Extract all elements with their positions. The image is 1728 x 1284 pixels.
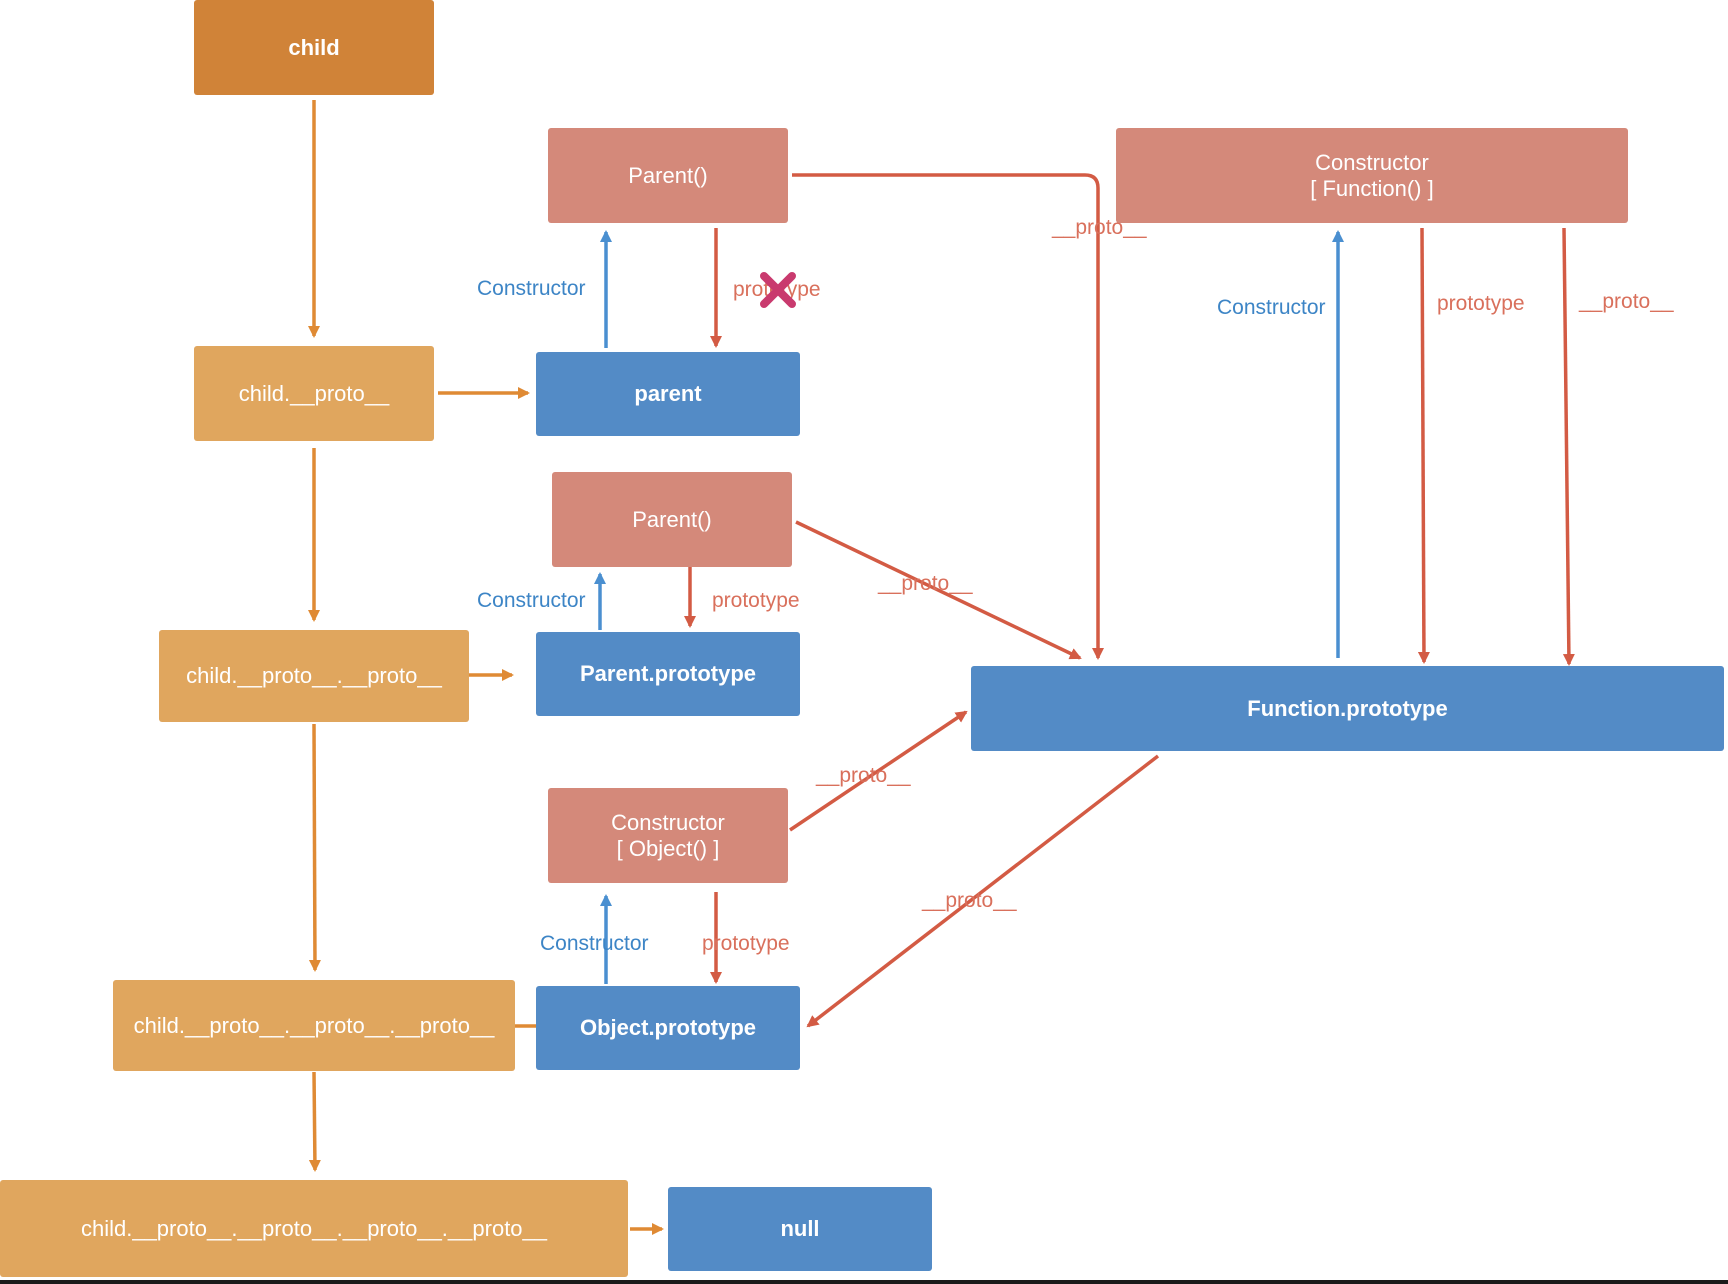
arrow-parent-top-proto <box>792 173 1104 660</box>
label-prototype-function: prototype <box>1437 292 1525 315</box>
node-child-proto3: child.__proto__.__proto__.__proto__ <box>113 980 515 1071</box>
arrow-fp-to-object-proto <box>806 754 1160 1028</box>
label-proto-fp-to-object: __proto__ <box>922 889 1017 912</box>
node-parent-prototype: Parent.prototype <box>536 632 800 716</box>
node-parent-constructor-mid: Parent() <box>552 472 792 567</box>
node-null: null <box>668 1187 932 1271</box>
arrow-proto2-to-proto3 <box>308 723 321 972</box>
node-parent-constructor-top: Parent() <box>548 128 788 223</box>
arrow-object-ctor-proto <box>789 710 968 832</box>
label-constructor-object: Constructor <box>540 932 649 955</box>
node-parent-object: parent <box>536 352 800 436</box>
label-prototype-parent-mid: prototype <box>712 589 800 612</box>
label-proto-function: __proto__ <box>1579 290 1674 313</box>
label-prototype-object: prototype <box>702 932 790 955</box>
cross-icon <box>760 272 796 308</box>
bottom-border <box>0 1280 1728 1284</box>
node-object-constructor: Constructor [ Object() ] <box>548 788 788 883</box>
node-child: child <box>194 0 434 95</box>
label-constructor-parent-top: Constructor <box>477 277 586 300</box>
arrow-function-proto <box>1562 227 1575 666</box>
node-function-prototype: Function.prototype <box>971 666 1724 751</box>
label-proto-parent-mid: __proto__ <box>878 572 973 595</box>
node-object-prototype: Object.prototype <box>536 986 800 1070</box>
node-child-proto: child.__proto__ <box>194 346 434 441</box>
label-proto-parent-top: __proto__ <box>1052 216 1147 239</box>
arrow-function-prototype <box>1417 227 1430 664</box>
label-proto-object-ctor: __proto__ <box>816 764 911 787</box>
label-constructor-function: Constructor <box>1217 296 1326 319</box>
label-constructor-parent-mid: Constructor <box>477 589 586 612</box>
arrow-proto3-to-proto4 <box>308 1071 321 1172</box>
node-child-proto2: child.__proto__.__proto__ <box>159 630 469 722</box>
arrow-parent-mid-proto <box>795 520 1082 660</box>
node-child-proto4: child.__proto__.__proto__.__proto__.__pr… <box>0 1180 628 1277</box>
node-function-constructor: Constructor [ Function() ] <box>1116 128 1628 223</box>
